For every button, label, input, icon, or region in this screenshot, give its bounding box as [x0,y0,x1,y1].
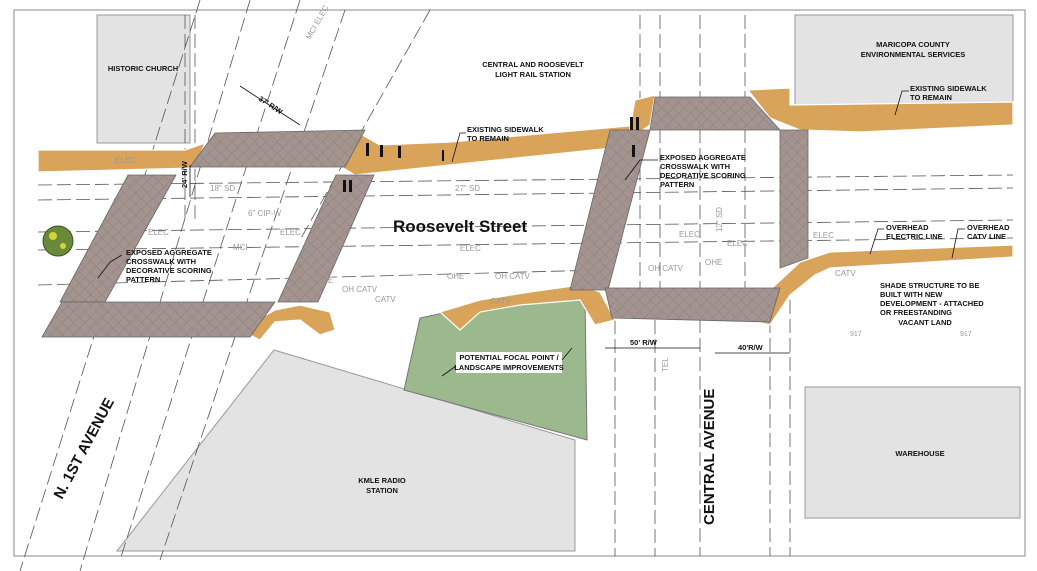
svg-text:EXPOSED AGGREGATE: EXPOSED AGGREGATE [660,153,746,162]
dim-40rw: 40'R/W [738,343,764,352]
svg-text:TO REMAIN: TO REMAIN [910,93,952,102]
sidewalks [37,87,1014,341]
callout-electric-line: OVERHEAD ELECTRIC LINE [869,223,943,255]
callout-sidewalk-mid: EXISTING SIDEWALK TO REMAIN [451,125,544,163]
callout-shade-structure: SHADE STRUCTURE TO BE BUILT WITH NEW DEV… [880,281,984,317]
util-mci: MCI [233,243,248,252]
util-tel: TEL [661,357,670,372]
util-elec: ELEC [280,228,301,237]
svg-text:BUILT WITH NEW: BUILT WITH NEW [880,290,943,299]
svg-text:POTENTIAL FOCAL POINT /: POTENTIAL FOCAL POINT / [459,353,559,362]
callout-focal-point: POTENTIAL FOCAL POINT / LANDSCAPE IMPROV… [441,347,573,377]
svg-text:CATV LINE: CATV LINE [967,232,1006,241]
label-maricopa-1: MARICOPA COUNTY [876,40,950,49]
svg-text:PATTERN: PATTERN [126,275,160,284]
util-sd: 27" SD [455,184,480,193]
dim-50rw: 50' R/W [630,338,658,347]
crosswalk-east-first [277,174,375,303]
crosswalk-south-central [604,287,781,323]
parcel-number: 917 [960,331,972,338]
util-sd: 18" SD [210,184,235,193]
svg-text:ELECTRIC LINE: ELECTRIC LINE [886,232,943,241]
label-kmle-1: KMLE RADIO [358,476,406,485]
util-catv: CATV [835,269,856,278]
svg-text:EXPOSED AGGREGATE: EXPOSED AGGREGATE [126,248,212,257]
label-maricopa-2: ENVIRONMENTAL SERVICES [861,50,966,59]
svg-text:EXISTING SIDEWALK: EXISTING SIDEWALK [910,84,987,93]
label-warehouse: WAREHOUSE [895,449,944,458]
util-elec: ELEC [679,230,700,239]
dimension-line [239,85,301,126]
util-elec: ELEC [813,231,834,240]
svg-text:CROSSWALK WITH: CROSSWALK WITH [126,257,196,266]
crosswalk-south-first [41,301,276,338]
util-elec: ELEC [727,239,748,248]
svg-text:OVERHEAD: OVERHEAD [967,223,1010,232]
label-station-1: CENTRAL AND ROOSEVELT [482,60,584,69]
crosswalk-north-first [189,129,366,168]
util-elec: ELEC [148,228,169,237]
label-historic-church: HISTORIC CHURCH [108,64,178,73]
pedestrian-icons [343,117,639,192]
dim-24rw: 24' R/W [180,160,189,188]
util-ohcatv: OH CATV [648,264,684,273]
svg-text:LANDSCAPE IMPROVEMENTS: LANDSCAPE IMPROVEMENTS [454,363,564,372]
tree-flower [60,243,66,249]
callout-crosswalk-left: EXPOSED AGGREGATE CROSSWALK WITH DECORAT… [97,248,212,284]
kmle-building [115,349,576,552]
util-ohcatv: OH CATV [342,285,378,294]
util-catv: CATV [375,295,396,304]
svg-text:DECORATIVE SCORING: DECORATIVE SCORING [660,171,746,180]
util-catv: CATV [490,297,511,306]
svg-text:SHADE STRUCTURE TO BE: SHADE STRUCTURE TO BE [880,281,979,290]
tree-icon [42,225,74,257]
label-station-2: LIGHT RAIL STATION [495,70,571,79]
historic-church-building [96,14,191,144]
callout-catv-line: OVERHEAD CATV LINE [951,223,1010,259]
parcel-number: 917 [850,331,862,338]
svg-text:TO REMAIN: TO REMAIN [467,134,509,143]
label-vacant-land: VACANT LAND [898,318,952,327]
tree-flower [49,232,57,240]
callout-crosswalk-right: EXPOSED AGGREGATE CROSSWALK WITH DECORAT… [624,153,746,189]
util-ohe: OHE [316,276,333,285]
warehouse-building [804,386,1021,519]
callout-sidewalk-right: EXISTING SIDEWALK TO REMAIN [894,84,987,116]
label-kmle-2: STATION [366,486,398,495]
svg-text:DEVELOPMENT - ATTACHED: DEVELOPMENT - ATTACHED [880,299,984,308]
street-label-roosevelt: Roosevelt Street [393,217,527,236]
util-sd: 12" SD [715,207,724,232]
crosswalks [41,96,809,338]
util-ohe: OHE [705,258,722,267]
street-lines [19,0,1014,571]
util-cip: 6" CIP-W [248,209,282,218]
util-ohcatv: OH CATV [495,272,531,281]
crosswalk-east-central [779,129,809,269]
util-ohe: OHE [447,272,464,281]
street-label-central: CENTRAL AVENUE [701,389,718,525]
svg-text:PATTERN: PATTERN [660,180,694,189]
util-elec: ELEC [460,244,481,253]
util-elec: ELEC [115,156,136,165]
svg-text:EXISTING SIDEWALK: EXISTING SIDEWALK [467,125,544,134]
maricopa-building [794,14,1014,106]
svg-text:CROSSWALK WITH: CROSSWALK WITH [660,162,730,171]
svg-text:OVERHEAD: OVERHEAD [886,223,929,232]
svg-text:DECORATIVE SCORING: DECORATIVE SCORING [126,266,212,275]
svg-text:OR FREESTANDING: OR FREESTANDING [880,308,952,317]
